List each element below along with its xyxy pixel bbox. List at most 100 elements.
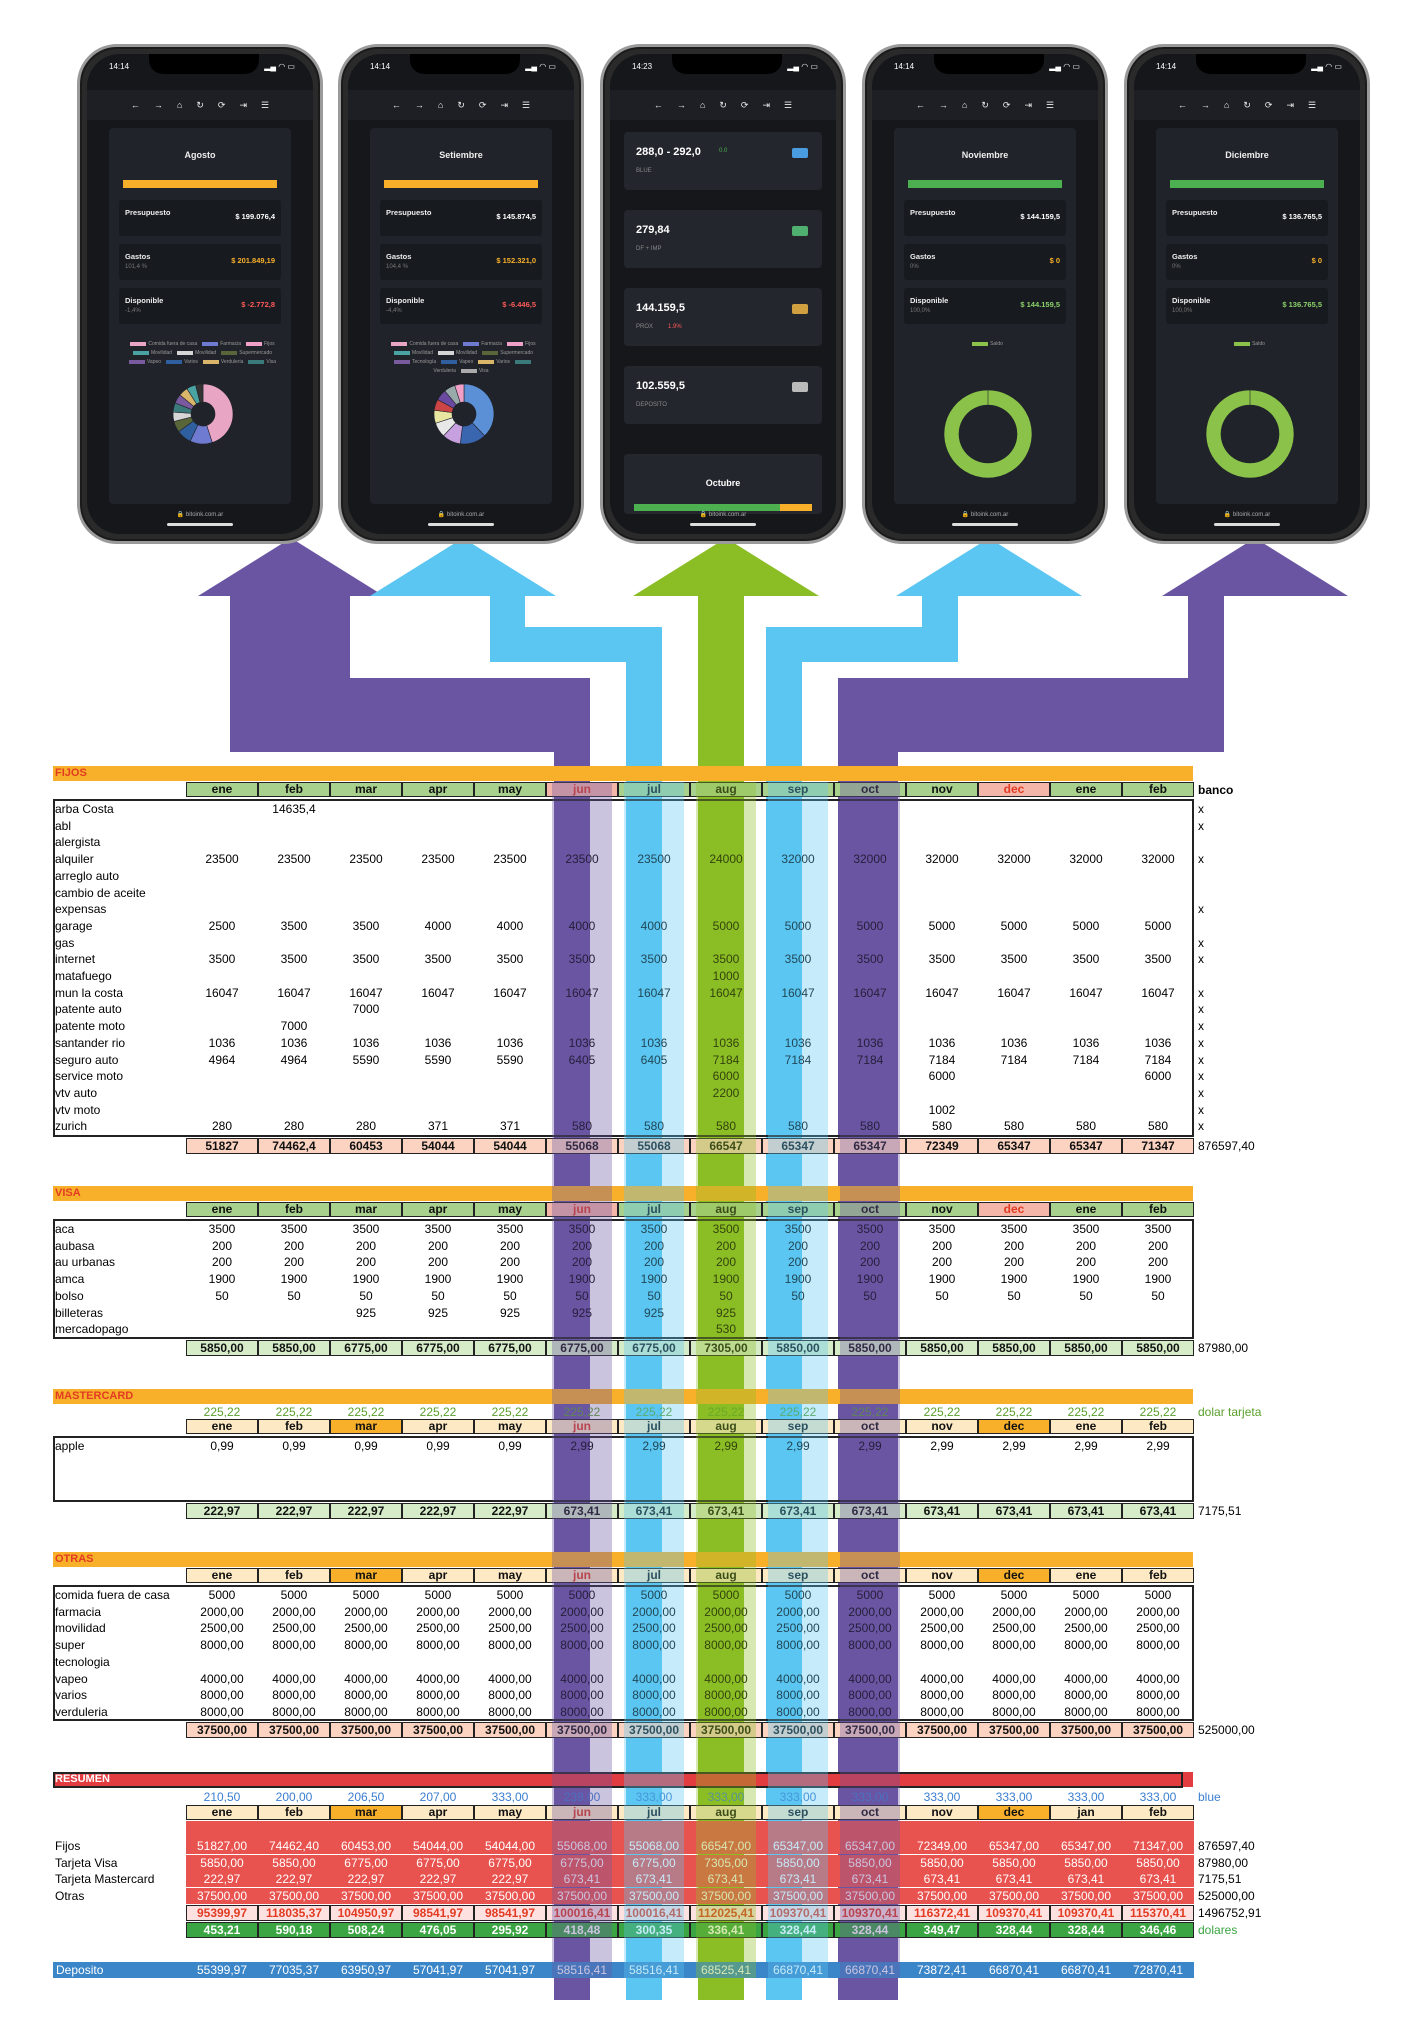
- cell: 3500: [352, 952, 380, 967]
- cell: 3500: [1072, 952, 1100, 967]
- nav-icon-6[interactable]: ☰: [522, 99, 531, 110]
- resumen-cell: 37500,00: [186, 1888, 258, 1905]
- nav-icon-0[interactable]: ←: [391, 100, 401, 110]
- nav-icon-6[interactable]: ☰: [1308, 99, 1317, 110]
- otras-month-header: sep: [762, 1568, 834, 1583]
- cell: 8000,00: [632, 1704, 676, 1719]
- home-indicator: [690, 523, 756, 526]
- fijos-month-header: dec: [978, 782, 1050, 797]
- cell: 3500: [1144, 1222, 1172, 1236]
- nav-icon-4[interactable]: ⟳: [478, 99, 487, 110]
- tile-tag: 0.0: [719, 148, 728, 154]
- nav-icon-6[interactable]: ☰: [784, 99, 793, 110]
- nav-icon-5[interactable]: ⇥: [762, 99, 770, 110]
- nav-icon-2[interactable]: ⌂: [437, 100, 444, 110]
- arrow-jun-agosto: [198, 538, 590, 2000]
- cell: 8000,00: [488, 1638, 532, 1653]
- nav-icon-4[interactable]: ⟳: [740, 99, 749, 110]
- nav-icon-2[interactable]: ⌂: [176, 100, 183, 110]
- nav-icon-2[interactable]: ⌂: [699, 100, 706, 110]
- tile-tag: 1.9%: [668, 324, 682, 330]
- nav-icon-3[interactable]: ↻: [196, 99, 204, 110]
- resumen-cell: 65347,00: [834, 1838, 906, 1854]
- nav-icon-6[interactable]: ☰: [261, 99, 270, 110]
- nav-toolbar: ← → ⌂ ↻ ⟳ ⇥ ☰: [348, 90, 574, 120]
- cell: 1900: [208, 1272, 236, 1287]
- resumen-cell: 5850,00: [978, 1854, 1050, 1871]
- nav-icon-0[interactable]: ←: [1177, 100, 1187, 110]
- nav-icon-1[interactable]: →: [153, 100, 163, 110]
- nav-icon-4[interactable]: ⟳: [1002, 99, 1011, 110]
- fijos-total: 74462,4: [258, 1138, 330, 1154]
- visa-month-header: apr: [402, 1202, 474, 1217]
- cell: 32000: [925, 852, 959, 867]
- nav-icon-0[interactable]: ←: [915, 100, 925, 110]
- cell: 200: [931, 1238, 953, 1253]
- cell: 580: [571, 1119, 593, 1134]
- cell: 5000: [712, 918, 740, 933]
- cell: 16047: [277, 985, 311, 1000]
- cell: 4000,00: [1136, 1671, 1180, 1686]
- resumen-cell: 37500,00: [402, 1888, 474, 1905]
- tile-icon: [792, 304, 808, 314]
- cell: 8000,00: [992, 1638, 1036, 1653]
- visa-total: 5850,00: [1122, 1340, 1194, 1356]
- resumen-cell: 74462,40: [258, 1838, 330, 1854]
- row-label: Presupuesto: [386, 208, 432, 217]
- cell: 580: [931, 1119, 953, 1134]
- grand-total-resumen: 1496752,91: [1198, 1906, 1262, 1920]
- grand-total-mastercard: 7175,51: [1198, 1504, 1242, 1518]
- month-title: Setiembre: [439, 150, 483, 160]
- row-label: Gastos: [125, 252, 151, 261]
- visa-month-header: nov: [906, 1202, 978, 1217]
- nav-icon-4[interactable]: ⟳: [217, 99, 226, 110]
- dolares-cell: 300,35: [618, 1922, 690, 1938]
- nav-icon-4[interactable]: ⟳: [1264, 99, 1273, 110]
- mastercard-total: 222,97: [474, 1503, 546, 1519]
- cell: 23500: [493, 852, 527, 867]
- nav-icon-5[interactable]: ⇥: [500, 99, 508, 110]
- cell: 3500: [568, 952, 596, 967]
- nav-icon-1[interactable]: →: [938, 100, 948, 110]
- resumen-total: 104950,97: [330, 1905, 402, 1921]
- cell: 3500: [640, 1222, 668, 1236]
- nav-icon-6[interactable]: ☰: [1046, 99, 1055, 110]
- month-title: Agosto: [184, 150, 216, 160]
- legend-item: Movilidad: [433, 350, 477, 356]
- cell: 4000,00: [920, 1671, 964, 1686]
- nav-icon-5[interactable]: ⇥: [1024, 99, 1032, 110]
- nav-icon-2[interactable]: ⌂: [1223, 100, 1230, 110]
- nav-icon-3[interactable]: ↻: [981, 99, 989, 110]
- donut-chart: [172, 383, 234, 445]
- resumen-cell: 37500,00: [690, 1888, 762, 1905]
- cell: 5000: [784, 918, 812, 933]
- notch: [934, 54, 1044, 74]
- nav-icon-1[interactable]: →: [676, 100, 686, 110]
- nav-icon-3[interactable]: ↻: [719, 99, 727, 110]
- cell: 3500: [280, 952, 308, 967]
- cell: 2500,00: [1064, 1621, 1108, 1636]
- nav-icon-2[interactable]: ⌂: [961, 100, 968, 110]
- cell: 2000,00: [992, 1604, 1036, 1619]
- cell: 7184: [1144, 1052, 1172, 1067]
- nav-icon-0[interactable]: ←: [653, 100, 663, 110]
- nav-icon-3[interactable]: ↻: [457, 99, 465, 110]
- nav-icon-1[interactable]: →: [414, 100, 424, 110]
- cell: 1036: [640, 1035, 668, 1050]
- nav-icon-0[interactable]: ←: [130, 100, 140, 110]
- cell: 2,99: [570, 1439, 594, 1453]
- mastercard-month-header: may: [474, 1419, 546, 1434]
- summary-row: Presupuesto$ 145.874,5: [380, 200, 542, 236]
- nav-icon-3[interactable]: ↻: [1243, 99, 1251, 110]
- legend-item: Fijos: [241, 341, 275, 347]
- cell: 2000,00: [344, 1604, 388, 1619]
- cell: 5000: [496, 1588, 524, 1602]
- nav-icon-5[interactable]: ⇥: [239, 99, 247, 110]
- legend-label: Supermercado: [239, 350, 273, 356]
- nav-icon-5[interactable]: ⇥: [1286, 99, 1294, 110]
- visa-total: 5850,00: [978, 1340, 1050, 1356]
- cell: 1036: [424, 1035, 452, 1050]
- nav-icon-1[interactable]: →: [1200, 100, 1210, 110]
- donut-slice: [454, 383, 465, 403]
